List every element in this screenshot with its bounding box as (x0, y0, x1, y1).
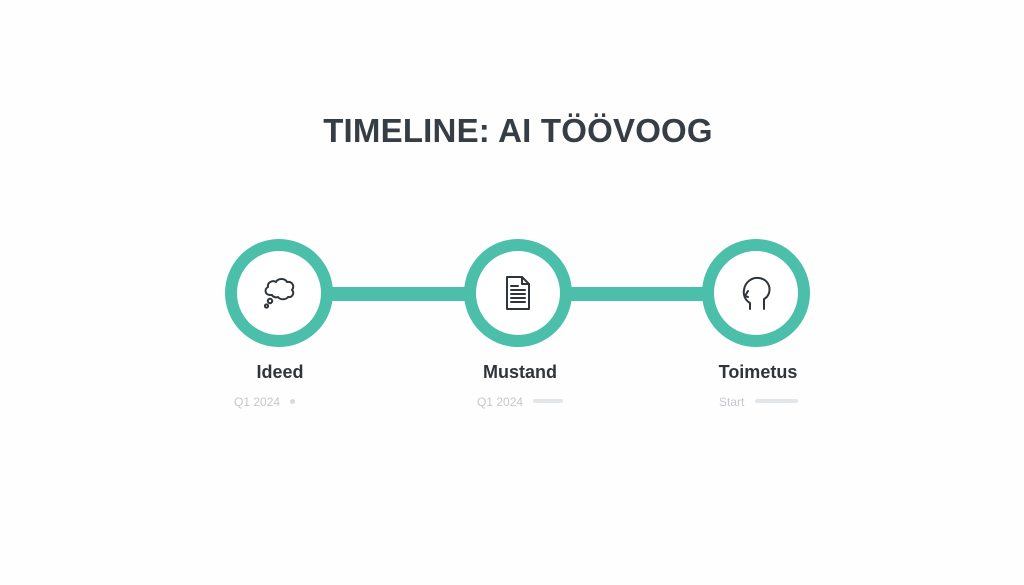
step-progress-bar (755, 399, 798, 403)
step-progress-dot (290, 399, 295, 404)
document-icon (506, 276, 530, 310)
step-progress-bar (533, 399, 563, 403)
step-date: Q1 2024 (477, 395, 524, 409)
thought-bubble-icon (263, 278, 295, 309)
step-date: Start (719, 395, 745, 409)
timeline-connector (318, 287, 482, 301)
timeline-node-toimetus (702, 239, 810, 347)
head-profile-icon (742, 276, 771, 310)
step-label: Mustand (483, 362, 557, 382)
step-label: Ideed (256, 362, 304, 382)
step-date: Q1 2024 (234, 395, 281, 409)
timeline-connector (556, 287, 720, 301)
timeline-node-mustand (464, 239, 572, 347)
page-title: TIMELINE: AI TÖÖVOOG (323, 112, 713, 149)
timeline-node-ideed (225, 239, 333, 347)
step-label: Toimetus (718, 362, 798, 382)
